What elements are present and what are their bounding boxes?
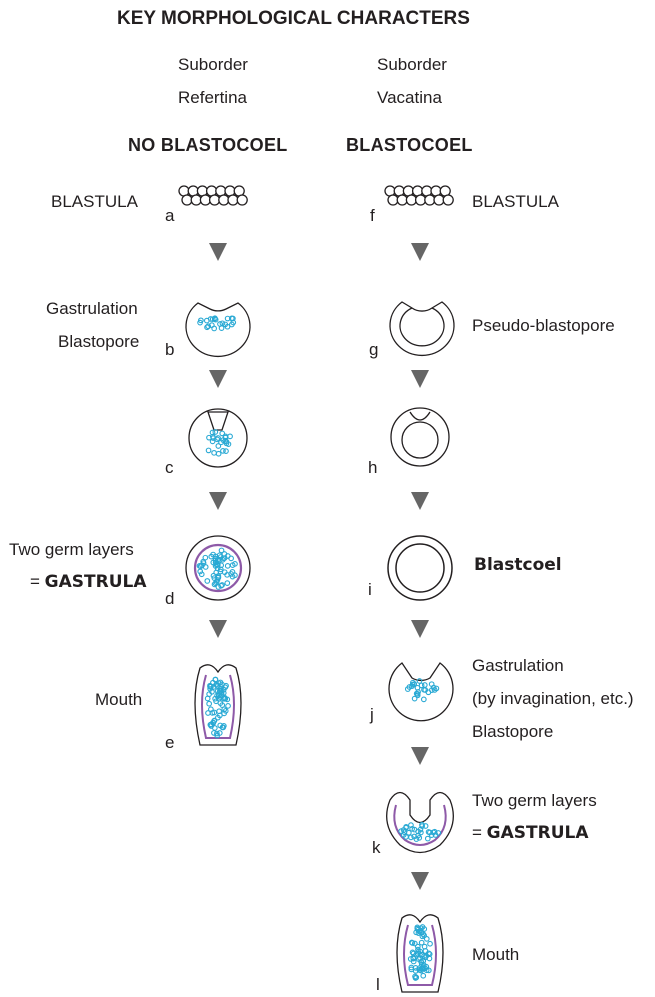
- embryo-b-illustration: [186, 303, 250, 356]
- blastula-a-illustration: [179, 186, 247, 205]
- blastula-f-illustration: [385, 186, 453, 205]
- down-arrow-icon: [209, 243, 227, 261]
- embryo-g-illustration: [390, 302, 454, 355]
- down-arrow-icon: [209, 370, 227, 388]
- down-arrow-icon: [411, 872, 429, 890]
- embryo-j-illustration: [389, 663, 453, 721]
- embryo-l-illustration: [397, 915, 443, 992]
- down-arrow-icon: [411, 492, 429, 510]
- down-arrow-icon: [209, 492, 227, 510]
- down-arrow-icon: [411, 747, 429, 765]
- embryo-e-illustration: [195, 665, 241, 745]
- embryo-h-illustration: [391, 408, 449, 466]
- down-arrow-icon: [411, 620, 429, 638]
- down-arrow-icon: [209, 620, 227, 638]
- embryo-c-illustration: [189, 409, 247, 467]
- embryo-k-illustration: [387, 793, 454, 853]
- embryo-d-illustration: [186, 536, 250, 600]
- embryo-i-illustration: [388, 536, 452, 600]
- down-arrow-icon: [411, 243, 429, 261]
- down-arrow-icon: [411, 370, 429, 388]
